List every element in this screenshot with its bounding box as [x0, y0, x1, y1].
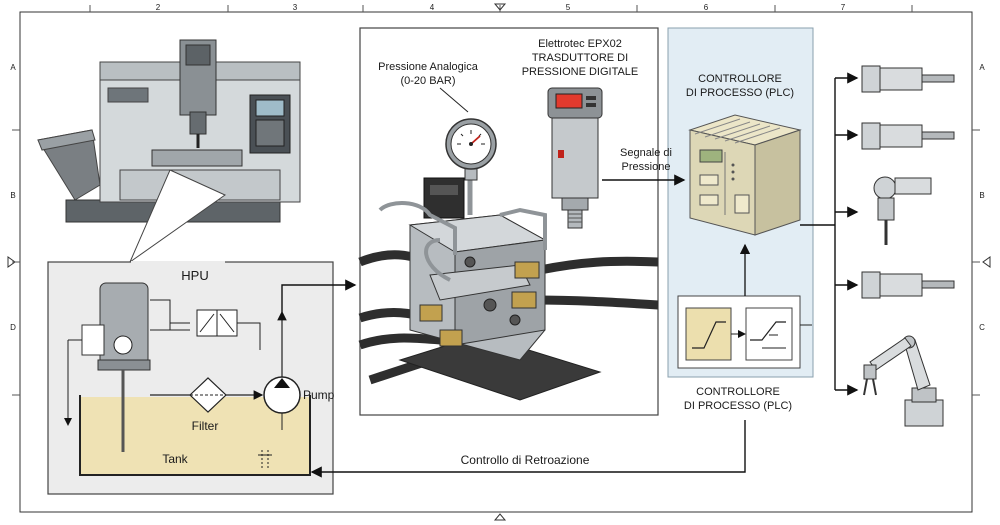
col-label: 2 — [156, 3, 161, 12]
tank-outline — [79, 395, 311, 476]
tank-label: Tank — [162, 452, 188, 466]
callout-pointer — [128, 169, 227, 264]
col-label: 4 — [430, 3, 435, 12]
feedback-arrow — [310, 420, 746, 478]
pump-label: Pump — [303, 388, 335, 402]
analog-gauge-icon — [445, 118, 497, 181]
signal-label-line1: Segnale di — [620, 147, 672, 159]
switch-logic-icon — [745, 307, 793, 361]
row-label: A — [10, 63, 16, 72]
cnc-machine — [37, 39, 301, 223]
manifold-panel: Pressione Analogica (0-20 BAR) Elettrote… — [358, 27, 659, 416]
hydraulic-cylinder-icon — [861, 271, 955, 299]
col-label: 7 — [841, 3, 846, 12]
plc-unit-icon — [688, 114, 802, 236]
level-gauge-icon — [258, 450, 272, 470]
row-label: B — [10, 191, 15, 200]
row-label: A — [979, 63, 985, 72]
plc-bottom-line1: CONTROLLORE — [696, 386, 780, 398]
signal-converter-icon — [685, 307, 732, 361]
plc-panel: CONTROLLORE DI PROCESSO (PLC) — [667, 27, 814, 378]
digital-transducer-icon — [547, 87, 603, 229]
digital-sensor-desc2: PRESSIONE DIGITALE — [522, 66, 639, 78]
feedback-label: Controllo di Retroazione — [461, 453, 590, 467]
analog-gauge-range: (0-20 BAR) — [400, 75, 455, 87]
center-mark-right — [982, 256, 991, 268]
col-label: 5 — [566, 3, 571, 12]
plc-title-line1: CONTROLLORE — [698, 73, 782, 85]
motor-symbol-icon — [113, 335, 133, 355]
analog-gauge-label: Pressione Analogica — [378, 61, 479, 73]
hpu-title: HPU — [181, 268, 208, 283]
col-label: 3 — [293, 3, 298, 12]
hydraulic-cylinder-icon — [861, 122, 955, 150]
row-label: B — [979, 191, 984, 200]
plc-title-line2: DI PROCESSO (PLC) — [686, 87, 794, 99]
digital-sensor-desc1: TRASDUTTORE DI — [532, 52, 628, 64]
center-mark-bottom — [493, 513, 507, 521]
filter-label: Filter — [192, 419, 219, 433]
hpu-panel: HPU Tank Filter Pump — [47, 261, 335, 495]
center-mark-left — [7, 256, 16, 268]
digital-sensor-model: Elettrotec EPX02 — [538, 38, 622, 50]
robot-arm-icon — [863, 335, 944, 427]
drawing-frame: 2 3 4 5 6 7 A B D A B C — [7, 3, 991, 521]
actuator-bus — [800, 72, 859, 396]
signal-label-line2: Pressione — [622, 161, 671, 173]
col-label: 6 — [704, 3, 709, 12]
center-mark-top — [493, 3, 507, 11]
plc-bottom-line2: DI PROCESSO (PLC) — [684, 400, 792, 412]
row-label: C — [979, 323, 985, 332]
rotary-actuator-icon — [873, 176, 932, 245]
hydraulic-cylinder-icon — [861, 65, 955, 93]
row-label: D — [10, 323, 16, 332]
pressure-line-arrow — [281, 279, 357, 312]
